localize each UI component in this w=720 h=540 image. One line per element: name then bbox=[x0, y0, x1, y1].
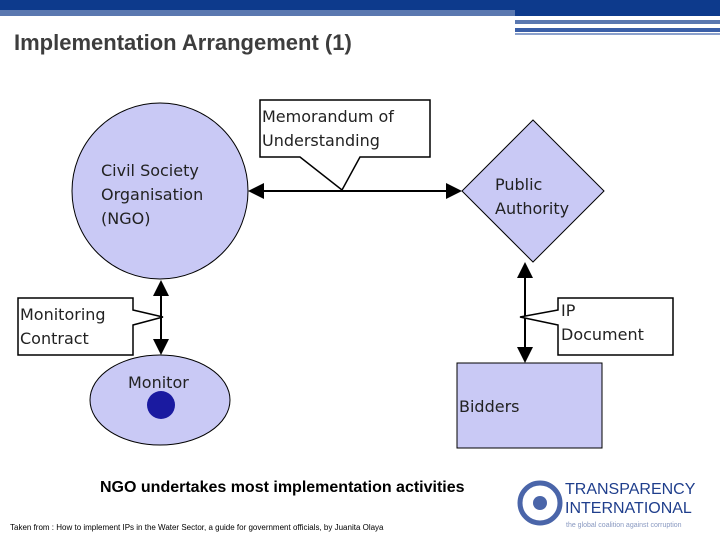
source-caption: Taken from : How to implement IPs in the… bbox=[10, 523, 384, 532]
monitor-label: Monitor bbox=[128, 373, 189, 392]
monitoring-contract-callout bbox=[17, 297, 164, 356]
header-bar bbox=[0, 0, 720, 35]
monitor-dot bbox=[147, 391, 175, 419]
public-authority-node bbox=[461, 119, 605, 263]
ip-document-label: IP Document bbox=[561, 301, 644, 344]
svg-text:TRANSPARENCY: TRANSPARENCY bbox=[565, 481, 696, 498]
cso-node bbox=[71, 102, 249, 280]
summary-text: NGO undertakes most implementation activ… bbox=[100, 479, 465, 496]
public-authority-label: Public Authority bbox=[495, 175, 569, 218]
mou-callout bbox=[259, 99, 431, 192]
bidders-node bbox=[456, 362, 603, 449]
transparency-international-logo: TRANSPARENCY INTERNATIONAL the global co… bbox=[517, 480, 696, 529]
bidders-label: Bidders bbox=[459, 397, 520, 416]
cso-label: Civil Society Organisation (NGO) bbox=[101, 161, 208, 228]
svg-text:the global coalition against c: the global coalition against corruption bbox=[566, 522, 682, 529]
page-title: Implementation Arrangement (1) bbox=[14, 30, 352, 55]
mou-label: Memorandum of Understanding bbox=[262, 107, 399, 150]
ip-document-callout bbox=[519, 297, 674, 356]
svg-text:INTERNATIONAL: INTERNATIONAL bbox=[565, 500, 692, 517]
monitoring-contract-label: Monitoring Contract bbox=[20, 305, 111, 348]
